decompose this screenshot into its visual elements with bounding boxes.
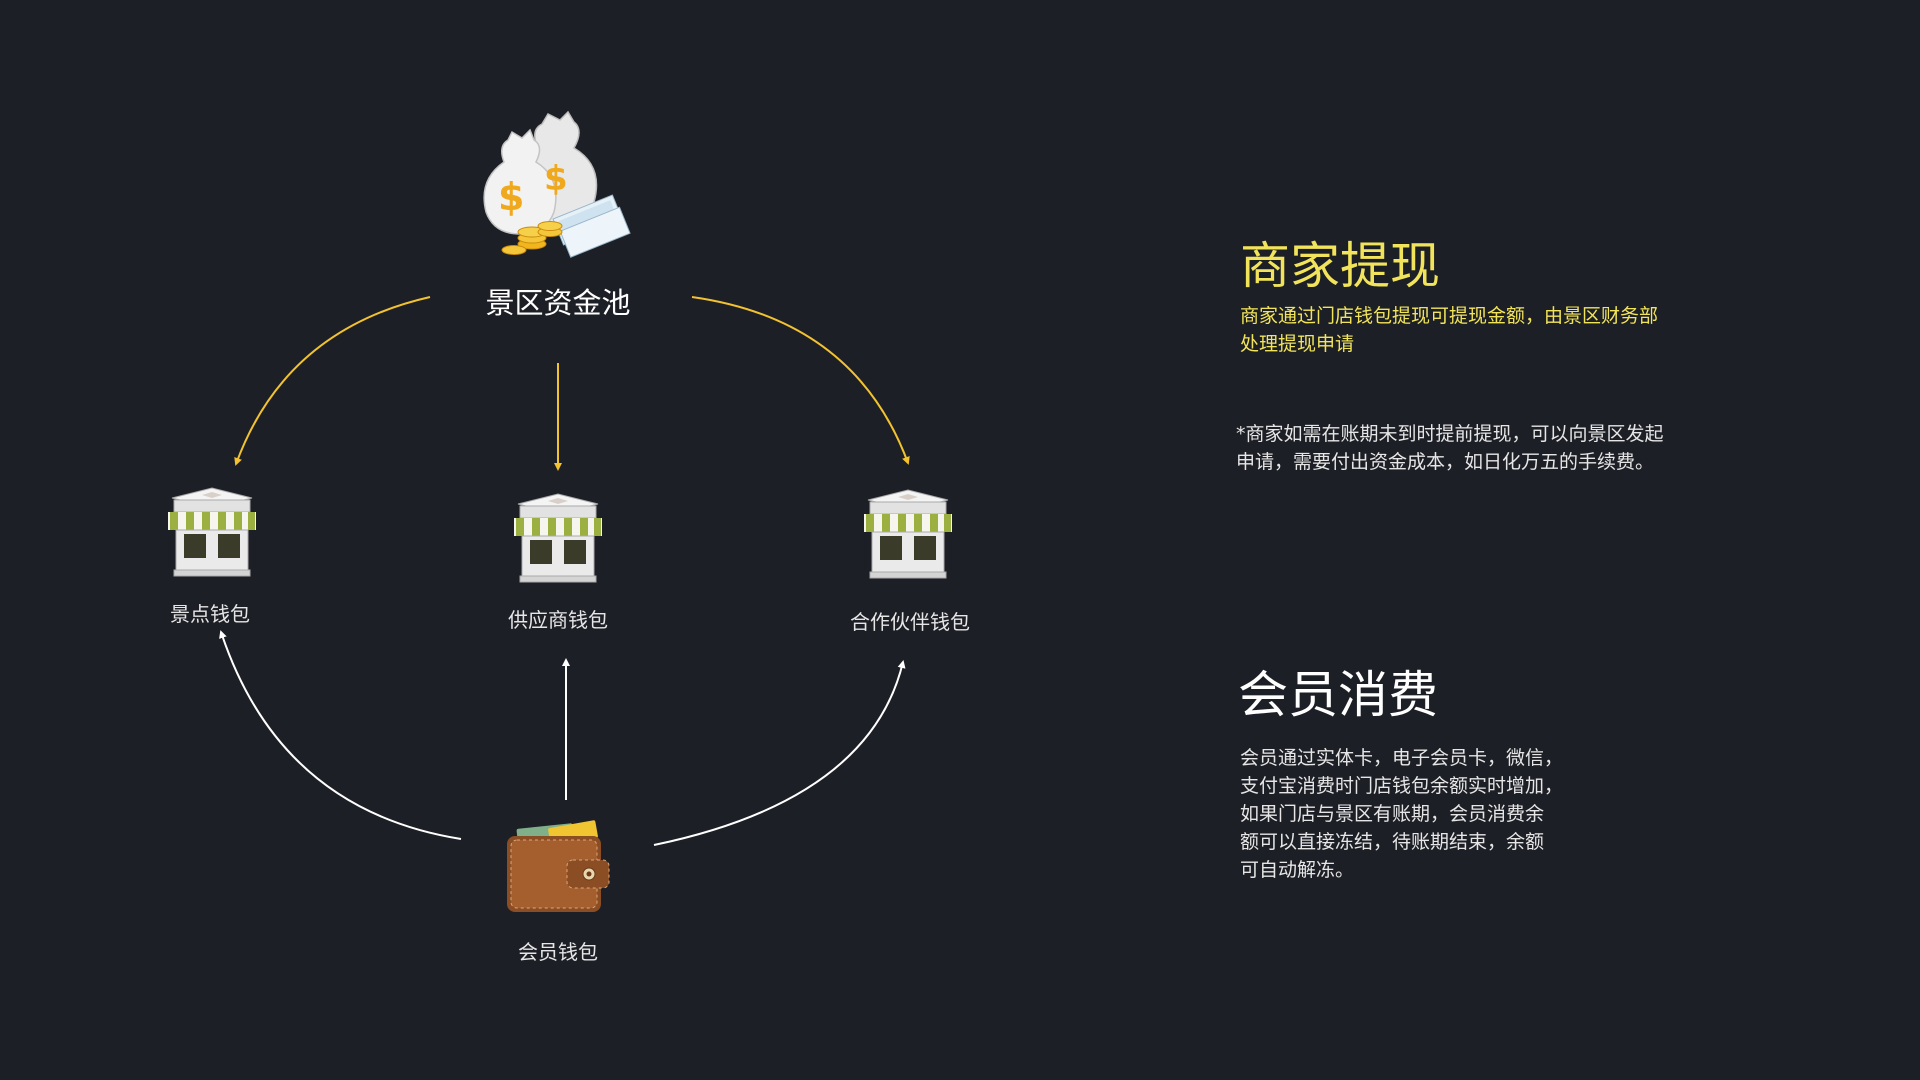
merchant-withdraw-note: *商家如需在账期未到时提前提现，可以向景区发起 申请，需要付出资金成本，如日化万… <box>1236 420 1664 476</box>
wallet-icon <box>505 820 611 916</box>
member-consume-line: 会员通过实体卡，电子会员卡，微信， <box>1240 747 1564 769</box>
partner-wallet-label: 合作伙伴钱包 <box>850 610 970 634</box>
member-consume-line: 支付宝消费时门店钱包余额实时增加， <box>1240 775 1564 797</box>
merchant-withdraw-note-line: 申请，需要付出资金成本，如日化万五的手续费。 <box>1236 451 1655 473</box>
arrow-pool-to-partner <box>691 296 910 465</box>
member-consume-line: 额可以直接冻结，待账期结束，余额 <box>1240 831 1545 853</box>
merchant-withdraw-desc-line: 处理提现申请 <box>1240 333 1355 355</box>
storefront-icon <box>510 492 606 584</box>
scenic-wallet-label: 景点钱包 <box>170 602 250 626</box>
member-consume-desc: 会员通过实体卡，电子会员卡，微信， 支付宝消费时门店钱包余额实时增加， 如果门店… <box>1240 744 1563 884</box>
arrow-member-to-scenic <box>219 630 462 840</box>
merchant-withdraw-desc: 商家通过门店钱包提现可提现金额，由景区财务部 处理提现申请 <box>1240 302 1658 358</box>
arrow-pool-to-scenic <box>234 296 431 466</box>
member-consume-line: 可自动解冻。 <box>1240 859 1355 881</box>
storefront-icon <box>860 488 956 580</box>
merchant-withdraw-desc-line: 商家通过门店钱包提现可提现金额，由景区财务部 <box>1240 305 1659 327</box>
fund-pool-label: 景区资金池 <box>485 286 631 320</box>
member-wallet-label: 会员钱包 <box>518 940 598 964</box>
member-consume-line: 如果门店与景区有账期，会员消费余 <box>1240 803 1545 825</box>
merchant-withdraw-title: 商家提现 <box>1240 237 1440 295</box>
storefront-icon <box>164 486 260 578</box>
money-bags-icon: $ $ <box>476 110 636 260</box>
supplier-wallet-label: 供应商钱包 <box>508 608 608 632</box>
arrow-member-to-partner <box>653 660 906 846</box>
svg-text:$: $ <box>544 159 568 199</box>
merchant-withdraw-note-line: *商家如需在账期未到时提前提现，可以向景区发起 <box>1236 423 1664 445</box>
member-consume-title: 会员消费 <box>1238 666 1438 724</box>
svg-text:$: $ <box>498 175 524 219</box>
